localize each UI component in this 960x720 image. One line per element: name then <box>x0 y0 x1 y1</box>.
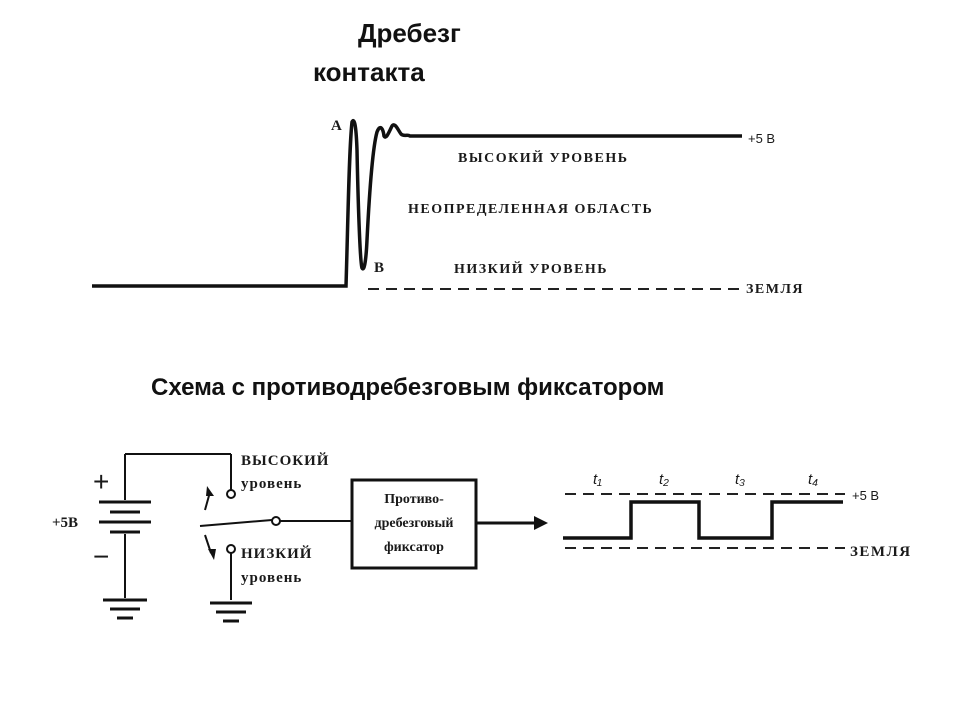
output-ground-label: ЗЕМЛЯ <box>850 544 912 560</box>
switch-blade <box>199 519 273 527</box>
latch-label-line3: фиксатор <box>384 540 444 555</box>
point-a-label: A <box>331 118 342 134</box>
t4-label: t₄ <box>808 471 818 488</box>
debounce-latch-block: Противо- дребезговый фиксатор <box>350 478 548 570</box>
common-terminal <box>271 516 281 526</box>
left-ground-icon <box>103 598 147 620</box>
high-contact-terminal <box>226 489 236 499</box>
t3-label: t₃ <box>735 471 745 488</box>
t2-label: t₂ <box>659 471 669 488</box>
battery-voltage-label: +5B <box>52 515 78 531</box>
t1-label: t₁ <box>593 471 602 488</box>
latch-label-line1: Противо- <box>384 492 444 507</box>
switch-low-label-line1: НИЗКИЙ <box>241 545 312 562</box>
top-ground-label: ЗЕМЛЯ <box>746 282 804 297</box>
bounce-title-line2: контакта <box>313 57 425 87</box>
output-voltage-label: +5 B <box>852 488 879 503</box>
bounce-waveform <box>92 119 742 288</box>
output-square-wave <box>563 500 843 540</box>
bounce-diagram: Дребезг контакта A B +5 B ВЫСОКИЙ УРОВЕН… <box>92 18 804 297</box>
circuit-title: Схема с противодребезговым фиксатором <box>151 374 664 401</box>
low-level-label: НИЗКИЙ УРОВЕНЬ <box>454 260 608 277</box>
right-ground-icon <box>210 601 252 623</box>
battery-minus-sign: − <box>93 541 109 572</box>
switch-down-arrow-icon <box>204 534 216 560</box>
latch-box <box>350 478 478 570</box>
output-waveform-diagram: t₁ t₂ t₃ t₄ +5 B ЗЕМЛЯ <box>563 471 912 560</box>
output-arrow-icon <box>534 516 548 530</box>
switch-up-arrow-icon <box>204 486 214 511</box>
battery-symbol <box>99 453 232 598</box>
low-contact-terminal <box>226 544 236 554</box>
switch-circuit: + − +5B ВЫСОКИЙ уро <box>52 452 352 623</box>
high-level-label: ВЫСОКИЙ УРОВЕНЬ <box>458 149 628 166</box>
latch-label-line2: дребезговый <box>375 516 454 531</box>
switch-high-label-line2: уровень <box>241 476 302 492</box>
switch-high-label-line1: ВЫСОКИЙ <box>241 452 329 469</box>
switch-low-label-line2: уровень <box>241 570 302 586</box>
battery-plus-sign: + <box>93 466 109 497</box>
top-voltage-label: +5 B <box>748 131 775 146</box>
point-b-label: B <box>374 260 384 276</box>
undefined-region-label: НЕОПРЕДЕЛЕННАЯ ОБЛАСТЬ <box>408 202 653 217</box>
bounce-title-line1: Дребезг <box>358 18 461 48</box>
